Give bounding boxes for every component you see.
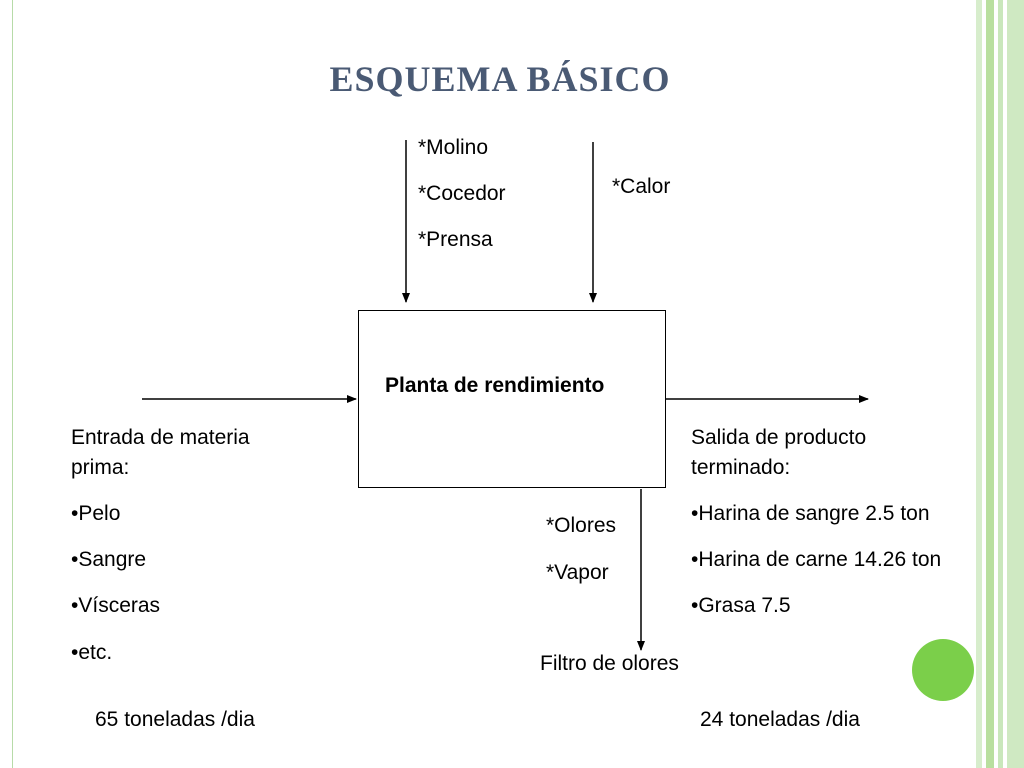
- input-item-etc: •etc.: [71, 641, 113, 664]
- input-heading-line2: prima:: [71, 456, 130, 479]
- process-box-label: Planta de rendimiento: [385, 374, 605, 397]
- input-item-pelo: •Pelo: [71, 502, 121, 525]
- emission-item-vapor: *Vapor: [546, 561, 609, 584]
- input-heading-line1: Entrada de materia: [71, 426, 250, 449]
- output-quantity: 24 toneladas /dia: [700, 708, 860, 731]
- right-stripes-decoration: [976, 0, 1024, 768]
- emission-item-olores: *Olores: [546, 514, 617, 537]
- input-quantity: 65 toneladas /dia: [95, 708, 255, 731]
- emission-destination-label: Filtro de olores: [540, 652, 679, 675]
- equipment-item-molino: *Molino: [418, 136, 489, 159]
- output-item-grasa: •Grasa 7.5: [691, 594, 791, 617]
- output-item-harina-sangre: •Harina de sangre 2.5 ton: [691, 502, 930, 525]
- output-heading-line2: terminado:: [691, 456, 791, 479]
- input-item-visceras: •Vísceras: [71, 594, 161, 617]
- process-box: [358, 310, 666, 488]
- output-item-harina-carne: •Harina de carne 14.26 ton: [691, 548, 942, 571]
- left-border-decoration: [0, 0, 13, 768]
- equipment-item-cocedor: *Cocedor: [418, 182, 506, 205]
- energy-label: *Calor: [612, 175, 671, 198]
- equipment-item-prensa: *Prensa: [418, 228, 493, 251]
- slide-title: ESQUEMA BÁSICO: [329, 59, 671, 99]
- green-circle-decoration: [912, 639, 974, 701]
- input-item-sangre: •Sangre: [71, 548, 147, 571]
- output-heading-line1: Salida de producto: [691, 426, 867, 449]
